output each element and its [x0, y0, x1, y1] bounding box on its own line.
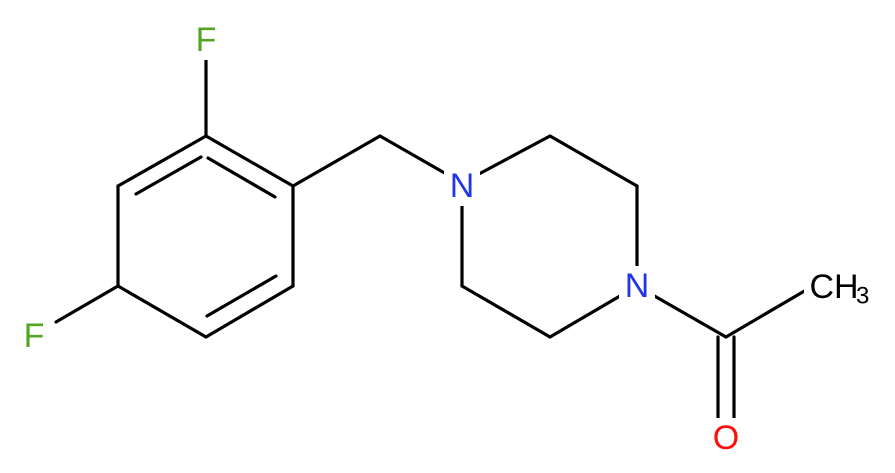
atom-n-top: N	[450, 167, 475, 205]
atom-f-top: F	[196, 21, 217, 59]
bond-f-left	[54, 284, 120, 324]
n-top-bg	[444, 166, 480, 206]
bond-ring-4	[204, 284, 295, 339]
n-bottom-bg	[619, 266, 655, 306]
bond-pip-2	[548, 134, 639, 188]
o-bg	[706, 418, 746, 460]
atom-ch3-subscript: 3	[856, 283, 869, 310]
ch3-bg	[804, 266, 884, 306]
atom-f-left: F	[24, 317, 45, 355]
bond-ring-6	[204, 134, 295, 188]
f-left-bg	[18, 316, 50, 356]
bond-ring-3	[116, 284, 208, 339]
bond-pip-5	[460, 284, 552, 339]
atom-ch3: CH	[809, 268, 858, 306]
bond-benzyl-ch2	[291, 134, 382, 188]
atom-o: O	[713, 419, 739, 457]
piperazine-ring	[460, 134, 639, 339]
bond-carbonyl-methyl	[724, 284, 815, 339]
bond-ring-6-inner	[206, 156, 277, 199]
bond-ring-1-inner	[134, 155, 203, 196]
f-top-bg	[190, 20, 222, 60]
bond-ring-1	[116, 134, 208, 188]
bond-ring-4-inner	[205, 274, 278, 318]
atom-n-bottom: N	[625, 267, 650, 305]
benzene-ring	[116, 134, 295, 339]
